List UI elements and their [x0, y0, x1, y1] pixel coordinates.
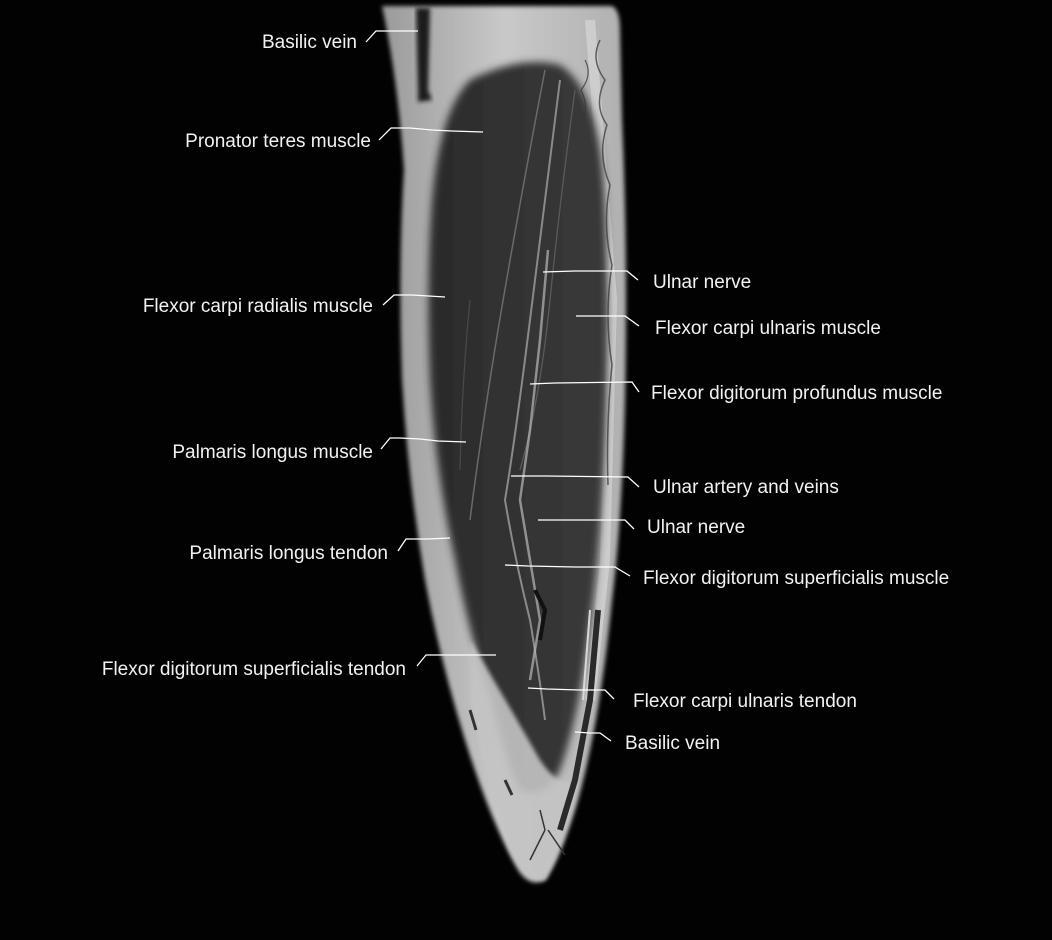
label-flexor-digitorum-profundus-muscle: Flexor digitorum profundus muscle — [651, 383, 943, 404]
leader-line-right-2 — [529, 381, 640, 393]
label-pronator-teres-muscle: Pronator teres muscle — [185, 131, 371, 152]
leader-line-right-6 — [527, 687, 615, 700]
label-flexor-carpi-radialis-muscle: Flexor carpi radialis muscle — [142, 296, 373, 317]
label-ulnar-artery-and-veins: Ulnar artery and veins — [653, 477, 839, 498]
muscle-compartment — [428, 62, 608, 793]
label-basilic-vein-top: Basilic vein — [261, 32, 357, 53]
label-ulnar-nerve-lower: Ulnar nerve — [647, 517, 746, 538]
label-flexor-digitorum-superficialis-muscle: Flexor digitorum superficialis muscle — [643, 568, 950, 589]
label-palmaris-longus-muscle: Palmaris longus muscle — [172, 442, 373, 463]
label-basilic-vein-bottom: Basilic vein — [625, 733, 721, 754]
leader-line-left-1 — [378, 127, 484, 141]
leader-line-right-4 — [538, 519, 635, 530]
label-flexor-digitorum-superficialis-tendon: Flexor digitorum superficialis tendon — [101, 659, 406, 680]
leader-line-right-3 — [511, 475, 640, 488]
leader-line-left-0 — [365, 30, 418, 43]
label-palmaris-longus-tendon: Palmaris longus tendon — [189, 543, 388, 564]
label-flexor-carpi-ulnaris-muscle: Flexor carpi ulnaris muscle — [655, 318, 881, 339]
leader-line-left-3 — [380, 437, 467, 450]
leader-line-right-7 — [574, 731, 612, 742]
leader-line-right-0 — [542, 270, 639, 281]
leader-line-right-5 — [504, 564, 631, 577]
leader-line-left-5 — [416, 654, 496, 667]
leader-line-right-1 — [576, 315, 640, 327]
leader-line-left-2 — [382, 294, 446, 306]
label-flexor-carpi-ulnaris-tendon: Flexor carpi ulnaris tendon — [633, 691, 857, 712]
label-ulnar-nerve-upper: Ulnar nerve — [653, 272, 752, 293]
leader-line-left-4 — [397, 537, 451, 552]
